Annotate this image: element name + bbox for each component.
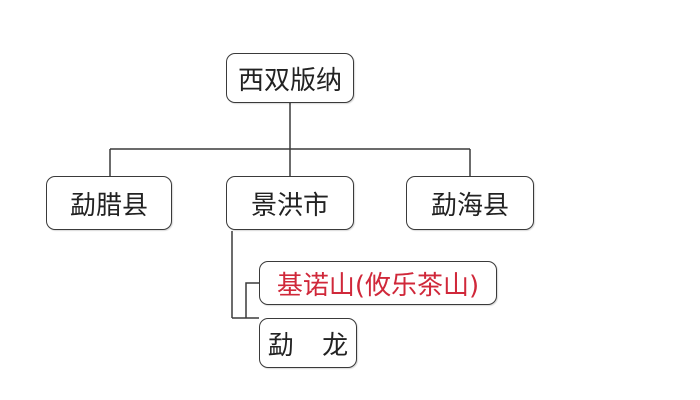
node-mengla-county: 勐腊县 bbox=[46, 176, 172, 230]
jinong-branch-line bbox=[245, 282, 259, 318]
node-menghai-county: 勐海县 bbox=[406, 176, 534, 230]
node-xishuangbanna: 西双版纳 bbox=[226, 53, 354, 103]
node-jinuo-mountain: 基诺山(攸乐茶山) bbox=[259, 261, 497, 305]
node-menglong: 勐 龙 bbox=[259, 318, 357, 368]
node-jinghong-city: 景洪市 bbox=[226, 176, 354, 230]
